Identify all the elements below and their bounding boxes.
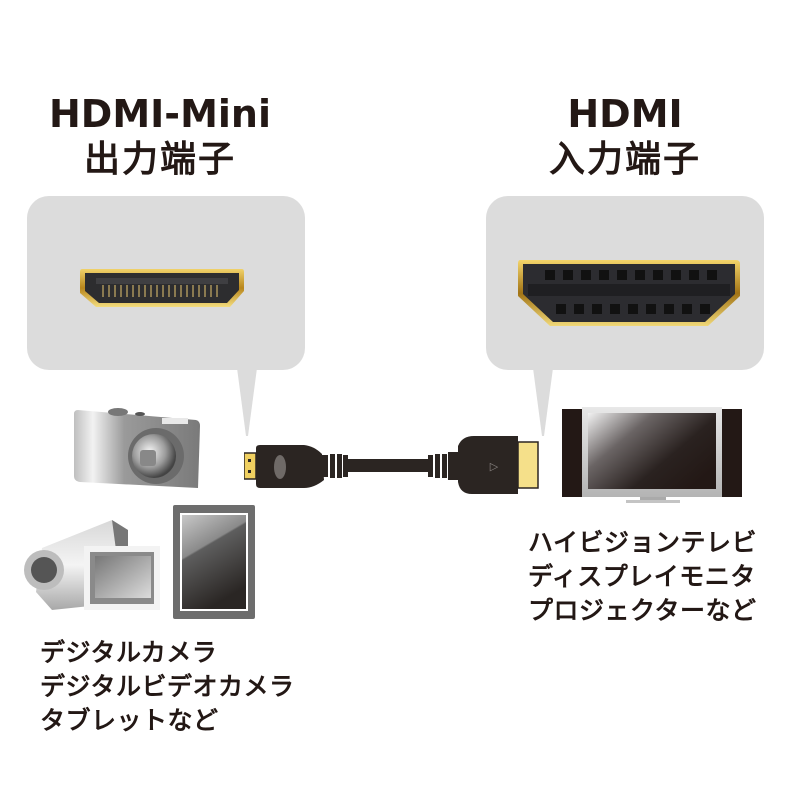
left-port-bubble	[27, 196, 305, 436]
caption-line: プロジェクターなど	[528, 596, 757, 625]
hdmi-port-icon	[516, 258, 742, 330]
video-camera-icon	[22, 512, 164, 610]
right-port-title: HDMI	[567, 92, 683, 136]
caption-line: ディスプレイモニタ	[528, 562, 756, 591]
hdmi-mini-to-hdmi-cable-icon: ▷	[244, 432, 540, 498]
digital-camera-icon	[70, 398, 204, 494]
tablet-icon	[172, 504, 256, 620]
caption-line: デジタルカメラ	[40, 638, 218, 667]
right-port-subtitle: 入力端子	[548, 139, 701, 180]
hdmi-mini-port-icon	[78, 267, 246, 311]
plug-direction-marker: ▷	[490, 460, 499, 473]
caption-line: ハイビジョンテレビ	[528, 528, 758, 557]
caption-line: タブレットなど	[40, 706, 219, 735]
caption-line: デジタルビデオカメラ	[40, 672, 295, 701]
left-port-subtitle: 出力端子	[83, 139, 236, 180]
television-icon	[562, 403, 742, 503]
left-device-caption: デジタルカメラ デジタルビデオカメラ タブレットなど	[40, 636, 295, 738]
left-port-title: HDMI-Mini	[49, 92, 271, 136]
right-port-bubble	[486, 196, 764, 436]
right-device-caption: ハイビジョンテレビ ディスプレイモニタ プロジェクターなど	[528, 526, 757, 628]
